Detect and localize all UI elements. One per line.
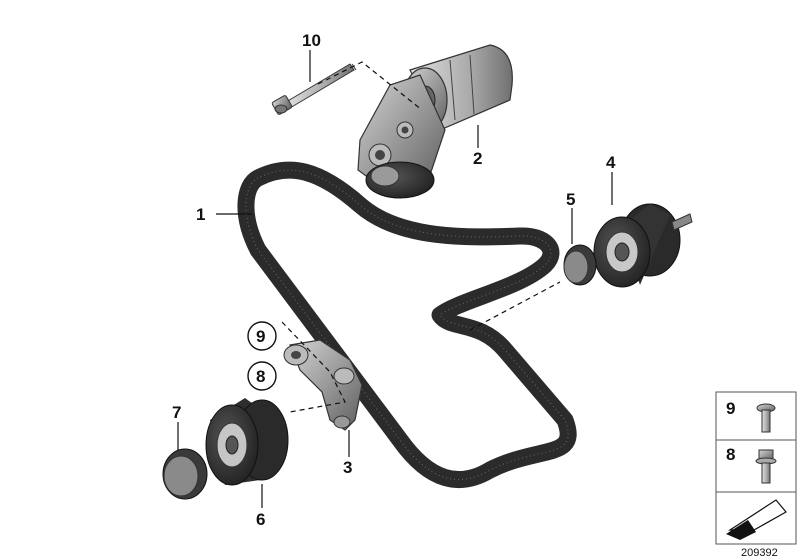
callout-circle-screw: [247, 321, 277, 351]
callout-cap-top: 5: [566, 190, 575, 209]
callout-cap-bottom: 7: [172, 403, 181, 422]
callout-tensioner: 2: [473, 149, 482, 168]
legend-number-screw: 9: [726, 399, 735, 418]
direction-arrow-icon: [726, 499, 787, 540]
dust-cap-top: [563, 244, 597, 286]
callout-hex-bolt: 10: [302, 31, 321, 50]
belt-tensioner: [357, 44, 513, 199]
callout-idler-pulley-bottom: 6: [256, 510, 265, 529]
fastener-legend: 9 8: [715, 391, 797, 545]
leader-lines: [177, 50, 613, 508]
poly-v-belt: [237, 161, 577, 489]
callout-screw: 9: [256, 327, 265, 346]
idler-pulley-bottom: [205, 398, 289, 486]
callout-idler-pulley-top: 4: [606, 153, 616, 172]
collar-screw-icon: [755, 449, 777, 484]
callout-belt: 1: [196, 205, 205, 224]
legend-number-collar-screw: 8: [726, 445, 735, 464]
idler-pulley-top: [593, 203, 693, 288]
dust-cap-bottom: [162, 448, 208, 500]
callout-circle-collar-screw: [247, 361, 277, 391]
idler-bracket: [283, 339, 363, 431]
callout-bracket: 3: [343, 458, 352, 477]
callout-collar-screw: 8: [256, 367, 265, 386]
diagram-reference-number: 209392: [741, 547, 778, 559]
screw-icon: [756, 403, 776, 433]
